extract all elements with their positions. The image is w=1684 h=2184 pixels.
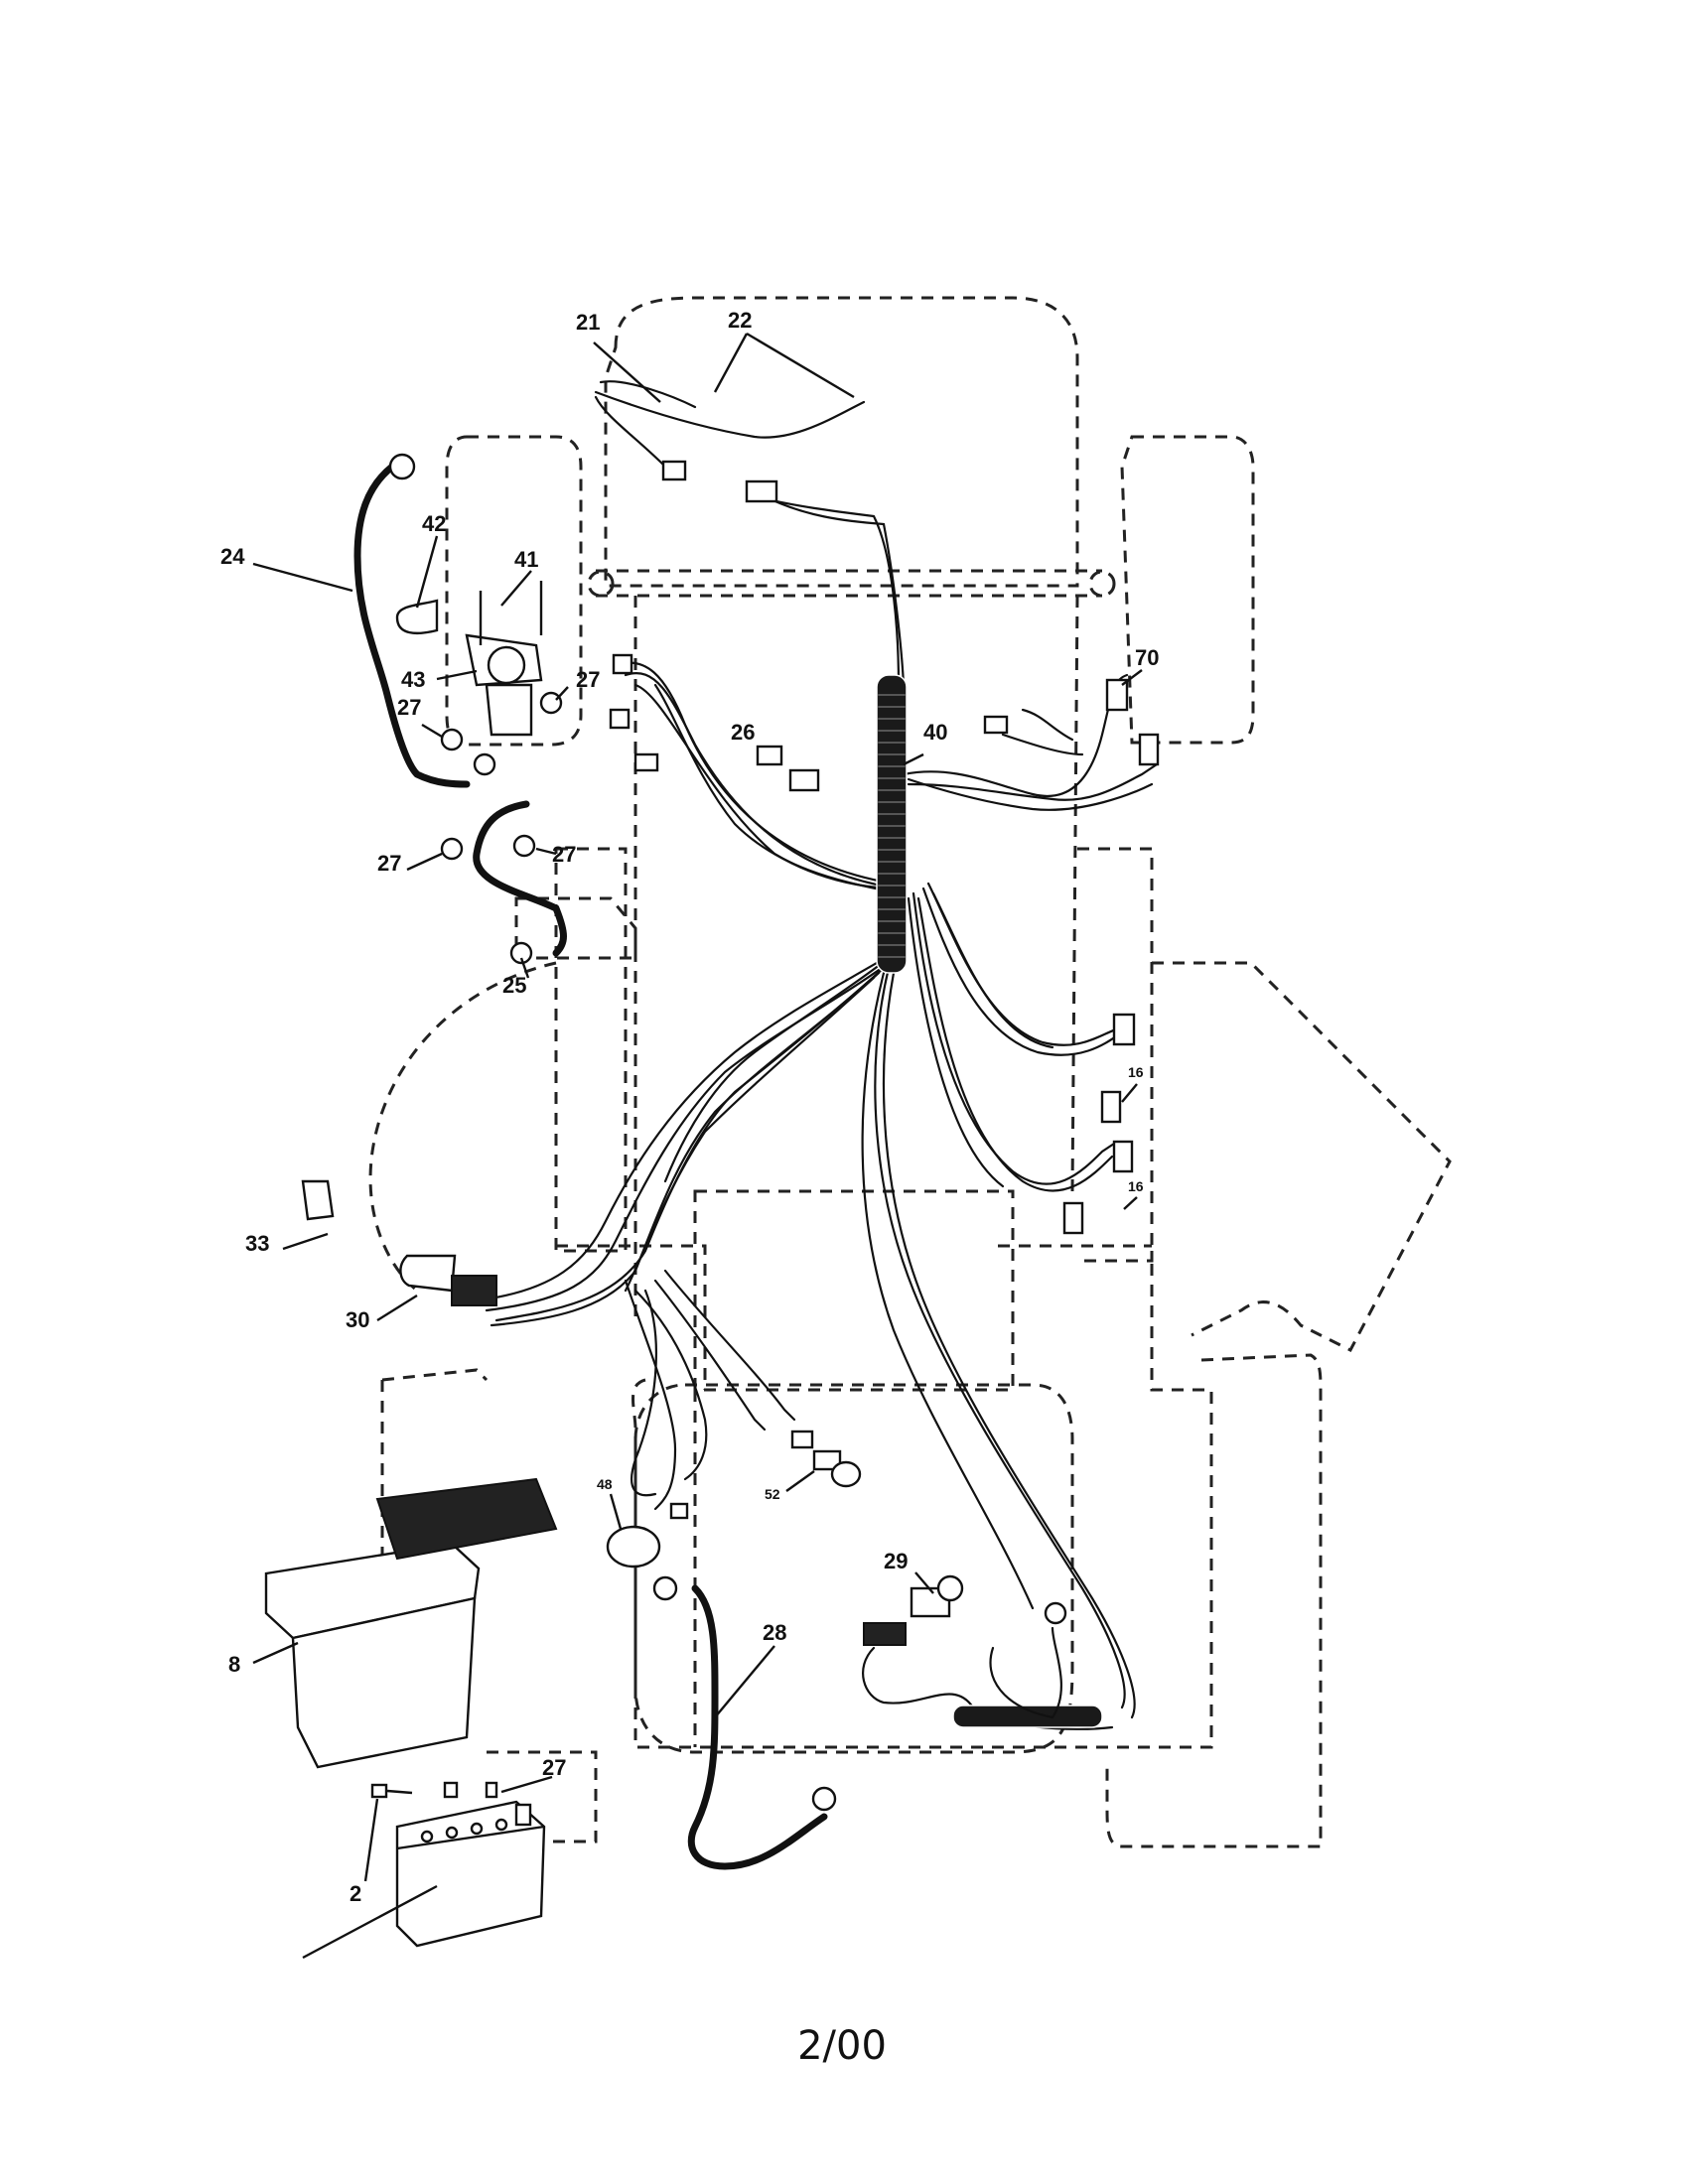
battery-box	[264, 1477, 558, 1769]
callout-27-e: 27	[542, 1755, 566, 1780]
callout-42: 42	[422, 511, 446, 536]
callout-27-a: 27	[576, 667, 600, 692]
chassis-outline	[368, 296, 1452, 1848]
callouts: 21 22 24 42 41 43 27 27 27 27 26 40 70 2…	[220, 308, 1159, 1906]
callout-16-b: 16	[1128, 1178, 1144, 1194]
callout-24: 24	[220, 544, 245, 569]
battery-cables	[353, 453, 837, 1870]
battery	[370, 1781, 546, 1948]
seat-switch-harness	[862, 1601, 1114, 1730]
solenoid	[395, 581, 563, 861]
callout-29: 29	[884, 1549, 908, 1573]
callout-27-c: 27	[377, 851, 401, 876]
callout-27-b: 27	[397, 695, 421, 720]
callout-28: 28	[763, 1620, 786, 1645]
callout-70: 70	[1135, 645, 1159, 670]
callout-leaders	[252, 332, 1143, 1960]
callout-33: 33	[245, 1231, 269, 1256]
harness-wires	[475, 380, 1159, 1719]
harness-coil	[876, 674, 908, 974]
callout-30: 30	[346, 1307, 369, 1332]
callout-52: 52	[765, 1486, 780, 1502]
callout-43: 43	[401, 667, 425, 692]
callout-21: 21	[576, 310, 600, 335]
callout-40: 40	[923, 720, 947, 745]
callout-27-d: 27	[552, 842, 576, 867]
callout-48: 48	[597, 1476, 613, 1492]
callout-22: 22	[728, 308, 752, 333]
connectors	[301, 460, 1160, 1618]
callout-26: 26	[731, 720, 755, 745]
callout-8: 8	[228, 1652, 240, 1677]
callout-25: 25	[502, 973, 526, 998]
callout-2: 2	[350, 1881, 361, 1906]
page-label: 2/00	[797, 2023, 887, 2069]
callout-41: 41	[514, 547, 538, 572]
callout-16-a: 16	[1128, 1064, 1144, 1080]
